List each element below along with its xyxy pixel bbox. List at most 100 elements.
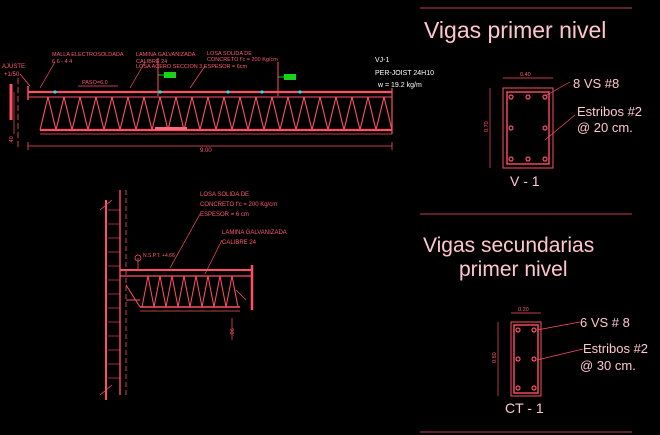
ajuste-label: AJUSTE [2, 64, 25, 70]
web-member [63, 96, 73, 131]
truss-elevation: AJUSTE +1/50 MALLA ELECTROSOLDADA 6 6 - … [2, 51, 434, 154]
v1-rebars [508, 94, 548, 162]
joist-type: PER-JOIST 24H10 [375, 70, 434, 77]
detail-web-member [189, 275, 197, 308]
web-member [207, 96, 217, 131]
node-marker [226, 90, 230, 94]
web-member [143, 96, 153, 131]
web-member [119, 96, 129, 131]
web-member [183, 96, 193, 131]
detail-web-member [225, 275, 233, 308]
web-member [319, 96, 329, 131]
detail-web-member [165, 275, 173, 308]
web-member [127, 96, 137, 131]
height-dim: .40 [9, 136, 15, 144]
lamina-note-1: LAMINA GALVANIZADA [136, 52, 196, 58]
truss-web [39, 90, 393, 131]
ct1-title-1: Vigas secundarias [423, 234, 594, 257]
rebar [525, 94, 531, 100]
web-member [295, 96, 305, 131]
ct1-label: CT - 1 [505, 400, 544, 416]
detail-web-member [183, 275, 191, 308]
rebar [515, 385, 521, 391]
web-member [151, 96, 161, 131]
detail-web-member [207, 275, 215, 308]
web-member [215, 96, 225, 131]
detail-web-member [141, 275, 149, 308]
detail-losa-3: ESPESOR = 6 cm [200, 212, 249, 218]
beam-ct1-section: Vigas secundarias primer nivel 0.20 0.60… [423, 234, 648, 416]
malla-note: MALLA ELECTROSOLDADA [52, 52, 124, 58]
web-member [79, 96, 89, 131]
node-marker [260, 90, 264, 94]
web-member [359, 96, 369, 131]
ct1-rebars [515, 327, 537, 391]
web-member [47, 96, 57, 131]
web-member [279, 96, 289, 131]
rebar [515, 356, 521, 362]
v1-stirrups-1: Estribos #2 [577, 104, 642, 119]
ct1-bars-label: 6 VS # 8 [580, 315, 630, 330]
web-member [175, 96, 185, 131]
malla-spec: 6 6 - 4 4 [52, 59, 72, 65]
web-member [103, 96, 113, 131]
rebar [508, 94, 514, 100]
column-ticks [108, 209, 120, 379]
losa-note-1: LOSA SOLIDA DE [207, 51, 252, 57]
web-member [231, 96, 241, 131]
web-member [95, 96, 105, 131]
detail-web-member [171, 275, 179, 308]
web-member [335, 96, 345, 131]
web-member [343, 96, 353, 131]
ct1-stirrups-1: Estribos #2 [583, 341, 648, 356]
node-marker [158, 90, 162, 94]
web-member [271, 96, 281, 131]
ajuste-dim: +1/50 [4, 72, 20, 78]
detail-truss-web [141, 275, 239, 308]
web-member [255, 96, 265, 131]
detail-web-member [195, 275, 203, 308]
v1-height-dim: 0.70 [484, 121, 490, 132]
beam-v1-section: Vigas primer nivel 0.40 0.70 8 VS #8 Est… [424, 17, 642, 189]
rebar [542, 156, 548, 162]
web-member [71, 96, 81, 131]
web-member [367, 96, 377, 131]
detail-lamina-1: LAMINA GALVANIZADA [222, 230, 287, 236]
v1-title: Vigas primer nivel [424, 17, 606, 43]
rebar [542, 125, 548, 131]
v1-width-dim: 0.40 [520, 72, 531, 78]
web-member [263, 96, 273, 131]
rebar [525, 156, 531, 162]
ct1-title-2: primer nivel [459, 258, 568, 281]
detail-web-member [231, 275, 239, 308]
span-dim: 9.00 [200, 148, 212, 154]
web-member [311, 96, 321, 131]
weld-marker-2 [277, 62, 296, 96]
lamina-note-2: CALIBRE 24 [136, 59, 167, 65]
detail-web-member [159, 275, 167, 308]
web-member [167, 96, 177, 131]
web-member [87, 96, 97, 131]
web-member [287, 96, 297, 131]
detail-web-member [153, 275, 161, 308]
detail-web-member [219, 275, 227, 308]
web-member [383, 96, 393, 131]
rebar [531, 327, 537, 333]
web-member [327, 96, 337, 131]
connection-detail: LOSA SOLIDA DE CONCRETO f'c = 200 Kg/cm … [99, 190, 287, 400]
joist-weight: w = 19.2 kg/m [377, 82, 422, 89]
web-member [159, 96, 169, 131]
detail-npt: N.S.P.T. +4.66 [143, 253, 175, 259]
joist-id: VJ-1 [375, 57, 390, 64]
detail-losa-2: CONCRETO f'c = 200 Kg/cm [200, 202, 277, 208]
rebar [531, 356, 537, 362]
detail-losa-1: LOSA SOLIDA DE [200, 192, 249, 198]
paso-label: PASO=6.0 [82, 80, 108, 86]
rebar [508, 125, 514, 131]
detail-web-member [147, 275, 155, 308]
rebar [542, 94, 548, 100]
detail-web-member [177, 275, 185, 308]
web-member [39, 96, 49, 131]
v1-stirrups-2: @ 20 cm. [577, 120, 633, 135]
weld-marker-1 [157, 58, 176, 96]
